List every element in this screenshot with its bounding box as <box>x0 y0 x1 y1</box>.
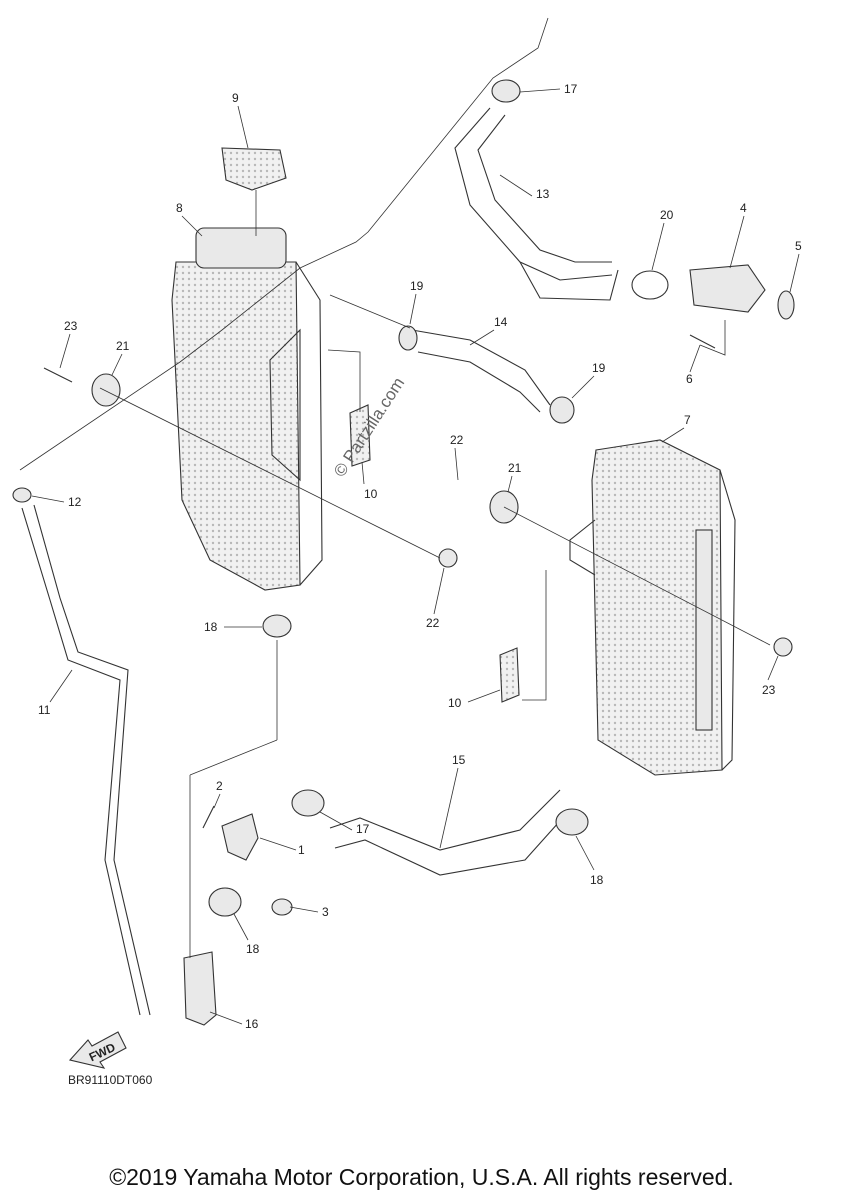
callout-18-upper: 18 <box>204 620 218 634</box>
hose-16 <box>183 951 217 1026</box>
clamp-20 <box>631 270 669 300</box>
callout-14: 14 <box>494 315 508 329</box>
callout-18-right: 18 <box>590 873 604 887</box>
damper-21-left <box>91 373 121 407</box>
callout-16: 16 <box>245 1017 259 1031</box>
callout-8: 8 <box>176 201 183 215</box>
callout-19-left: 19 <box>410 279 424 293</box>
callout-7: 7 <box>684 413 691 427</box>
callout-11: 11 <box>38 703 51 717</box>
callout-17-upper: 17 <box>564 82 578 96</box>
callout-21-left: 21 <box>116 339 130 353</box>
callout-22-lower: 22 <box>426 616 440 630</box>
bolt-6 <box>689 334 716 349</box>
callout-23-left: 23 <box>64 319 78 333</box>
hose-11 <box>21 504 151 1016</box>
clamp-17-lower <box>291 789 325 817</box>
clamp-17-upper <box>491 79 521 103</box>
hose-14 <box>411 329 551 413</box>
bolt-23-right <box>773 637 793 657</box>
callout-3: 3 <box>322 905 329 919</box>
callout-10-upper: 10 <box>364 487 378 501</box>
clamp-18-upper <box>262 614 292 638</box>
bolt-23-left <box>43 367 73 383</box>
callout-22-upper: 22 <box>450 433 464 447</box>
callout-6: 6 <box>686 372 693 386</box>
guard-plate-upper <box>349 404 371 467</box>
callout-20: 20 <box>660 208 674 222</box>
callout-17-lower: 17 <box>356 822 370 836</box>
copyright-notice: ©2019 Yamaha Motor Corporation, U.S.A. A… <box>109 1164 734 1190</box>
o-ring-3 <box>271 898 293 916</box>
callout-15: 15 <box>452 753 466 767</box>
drawing-code: BR91110DT060 <box>68 1073 153 1087</box>
pipe-1 <box>221 813 259 861</box>
callout-19-right: 19 <box>592 361 606 375</box>
right-radiator <box>569 439 736 776</box>
callout-13: 13 <box>536 187 550 201</box>
o-ring-5 <box>777 290 795 320</box>
callout-9: 9 <box>232 91 239 105</box>
left-radiator <box>171 227 323 591</box>
hose-15 <box>329 789 569 876</box>
callout-2: 2 <box>216 779 223 793</box>
bolt-2 <box>202 805 215 829</box>
collar-22 <box>438 548 458 568</box>
clamp-18-right <box>555 808 589 836</box>
clamp-12 <box>12 487 32 503</box>
callout-21-right: 21 <box>508 461 522 475</box>
clamp-19-left <box>398 325 418 351</box>
hose-13 <box>454 107 619 301</box>
callout-18-lower: 18 <box>246 942 260 956</box>
callout-12: 12 <box>68 495 82 509</box>
radiator-cap <box>221 147 287 236</box>
fwd-arrow-icon: FWD <box>68 1031 127 1069</box>
guard-plate-lower <box>499 647 520 703</box>
callout-5: 5 <box>795 239 802 253</box>
callout-23-right: 23 <box>762 683 776 697</box>
guide-lines <box>19 17 771 958</box>
joint-4 <box>689 264 766 313</box>
callout-4: 4 <box>740 201 747 215</box>
callout-10-lower: 10 <box>448 696 462 710</box>
callout-1: 1 <box>298 843 305 857</box>
clamp-19-right <box>549 396 575 424</box>
callouts: 1 2 3 4 5 6 7 8 9 10 10 11 12 13 14 15 1… <box>31 82 802 1031</box>
clamp-18-lower <box>208 887 242 917</box>
